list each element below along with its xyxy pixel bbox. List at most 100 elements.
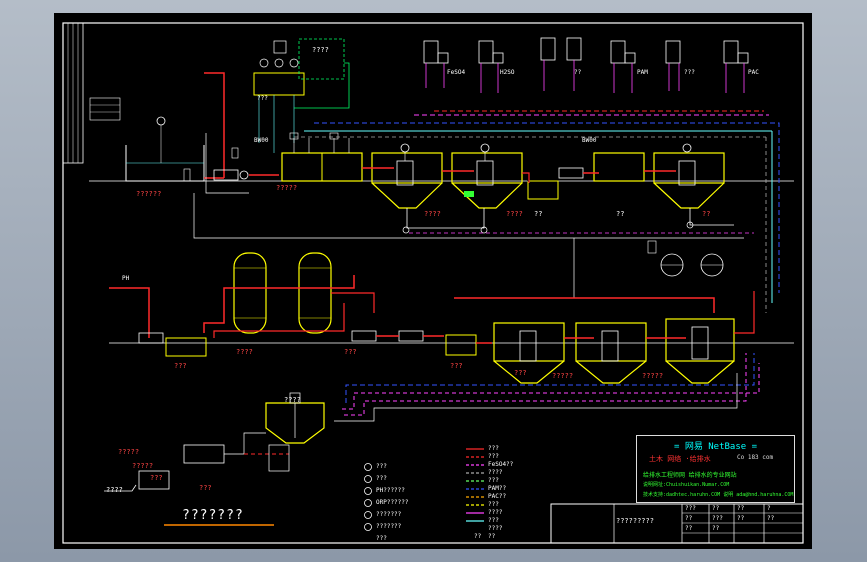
label-tank-mid: ?? xyxy=(702,210,711,218)
label-bl-left: ??? xyxy=(174,362,187,370)
sludge-thickener xyxy=(265,402,325,444)
dosing-units xyxy=(423,37,749,93)
label-filter: ???? xyxy=(236,348,253,356)
label-bottom-left-2: ????? xyxy=(118,448,140,456)
reaction-tank-2 xyxy=(451,152,523,184)
upper-equipment-box xyxy=(298,38,345,80)
ph-tank-upper xyxy=(593,152,645,182)
collection-tank xyxy=(165,337,207,357)
tb-cell-1: ?? xyxy=(712,505,720,512)
label-cake: ???? xyxy=(106,486,123,494)
tb-cell-2: ?? xyxy=(737,505,745,512)
label-sludge-thickener: ???? xyxy=(284,396,301,404)
legend-right-5: PAM?? xyxy=(488,485,507,492)
transfer-line xyxy=(193,193,744,239)
legend-left-1: ??? xyxy=(376,475,387,482)
reaction-tank-3 xyxy=(493,322,565,362)
label-upper-box: ???? xyxy=(312,46,329,54)
label-bl-right: ??? xyxy=(450,362,463,370)
info-line-2: 说明网址:Chuishuikan.Numar.COM xyxy=(643,482,730,488)
legend-left-5: ??????? xyxy=(376,523,402,530)
label-top-tank: ??? xyxy=(257,95,268,102)
tb-cell-7: ?? xyxy=(767,515,775,522)
legend-right-9: ??? xyxy=(488,517,499,524)
label-bl-2: ????? xyxy=(552,372,574,380)
settling-tank-lower xyxy=(665,318,735,362)
legend-right-10: ???? xyxy=(488,525,503,532)
info-sub-right: Co 183 com xyxy=(737,454,774,461)
filter-press xyxy=(183,444,225,464)
legend-symbols xyxy=(364,463,372,531)
tb-cell-4: ?? xyxy=(685,515,693,522)
label-pump-1: BW00 xyxy=(254,137,269,144)
info-sub-left: 土木 网络 ·给排水 xyxy=(649,455,711,463)
label-tank-right: ?? xyxy=(616,210,625,218)
sludge-hopper xyxy=(138,470,170,490)
raw-water-pipe-lower xyxy=(109,287,150,338)
reaction-tank-4 xyxy=(575,322,647,362)
label-neutralization: ????? xyxy=(276,184,298,192)
legend-left-4: ??????? xyxy=(376,511,402,518)
level-meter-icon xyxy=(156,116,166,126)
ph-tank-lower xyxy=(445,334,477,356)
intermediate-tank xyxy=(527,180,559,200)
info-line-3: 技术支持:dadhtec.haruhn.COM 说明 ada@hnd.haruh… xyxy=(643,492,794,498)
label-dosing-3: ?? xyxy=(574,69,582,76)
legend-left-2: PH?????? xyxy=(376,487,405,494)
label-fast-tank: ???? xyxy=(424,210,441,218)
label-dosing-4: PAM xyxy=(637,69,648,76)
dosing-line-blue xyxy=(314,122,780,293)
drawing-sheet[interactable]: ?????? ????? ??? ???? BW00 BW00 FeSO4 H2… xyxy=(54,13,812,549)
mini-legend xyxy=(89,97,121,121)
label-drum: ??? xyxy=(199,484,212,492)
legend-right-6: PAC?? xyxy=(488,493,507,500)
label-dosing-6: PAC xyxy=(748,69,759,76)
legend-right-0: ??? xyxy=(488,445,499,452)
label-bottom-left-1: ????? xyxy=(132,462,154,470)
label-bl-3: ????? xyxy=(642,372,664,380)
sheet-border xyxy=(62,22,804,544)
tb-cell-6: ?? xyxy=(737,515,745,522)
legend-lines xyxy=(466,448,484,522)
legend-right-12: ?? xyxy=(488,533,496,540)
drawing-name: ????????? xyxy=(616,517,654,525)
pump-1 xyxy=(213,169,239,181)
info-block: = 网易 NetBase = 土木 网络 ·给排水 Co 183 com 给排水… xyxy=(636,435,795,503)
settling-tank-upper xyxy=(653,152,725,184)
tb-cell-5: ??? xyxy=(712,515,723,522)
label-regulating-tank: ?????? xyxy=(136,190,162,198)
legend-left-0: ??? xyxy=(376,463,387,470)
label-fast-tank-2: ???? xyxy=(506,210,523,218)
tb-cell-8: ?? xyxy=(685,525,693,532)
title-block xyxy=(550,503,804,544)
legend-left-6: ??? xyxy=(376,535,387,542)
legend-right-7: ??? xyxy=(488,501,499,508)
tb-cell-0: ??? xyxy=(685,505,696,512)
label-bl-1: ??? xyxy=(514,369,527,377)
tb-cell-3: ? xyxy=(767,505,771,512)
pump-2 xyxy=(558,167,584,179)
legend-right-2: FeSO4?? xyxy=(488,461,514,468)
label-fast-tank-3: ?? xyxy=(534,210,543,218)
info-line-1: 给排水工程师网 给排水的专业网站 xyxy=(643,472,737,479)
label-pump-2: BW00 xyxy=(582,137,597,144)
label-dosing-1: FeSO4 xyxy=(447,69,466,76)
legend-right-3: ???? xyxy=(488,469,503,476)
legend-right-11: ?? xyxy=(474,533,482,540)
pressure-filter-1 xyxy=(233,252,267,334)
tb-cell-9: ?? xyxy=(712,525,720,532)
legend-right-4: ??? xyxy=(488,477,499,484)
raw-water-pipe-upper xyxy=(204,72,225,178)
legend-right-8: ???? xyxy=(488,509,503,516)
label-flow-in: PH xyxy=(122,275,130,282)
legend-left-3: ORP?????? xyxy=(376,499,409,506)
label-bl-mid: ??? xyxy=(344,348,357,356)
process-diagram[interactable] xyxy=(54,13,812,549)
info-title: = 网易 NetBase = xyxy=(673,442,758,452)
top-dosing-tank xyxy=(253,72,305,96)
label-bottom-left-3: ??? xyxy=(150,474,163,482)
label-dosing-5: ??? xyxy=(684,69,695,76)
legend-right-1: ??? xyxy=(488,453,499,460)
pressure-filter-2 xyxy=(298,252,332,334)
footer-title: ??????? xyxy=(182,508,244,523)
